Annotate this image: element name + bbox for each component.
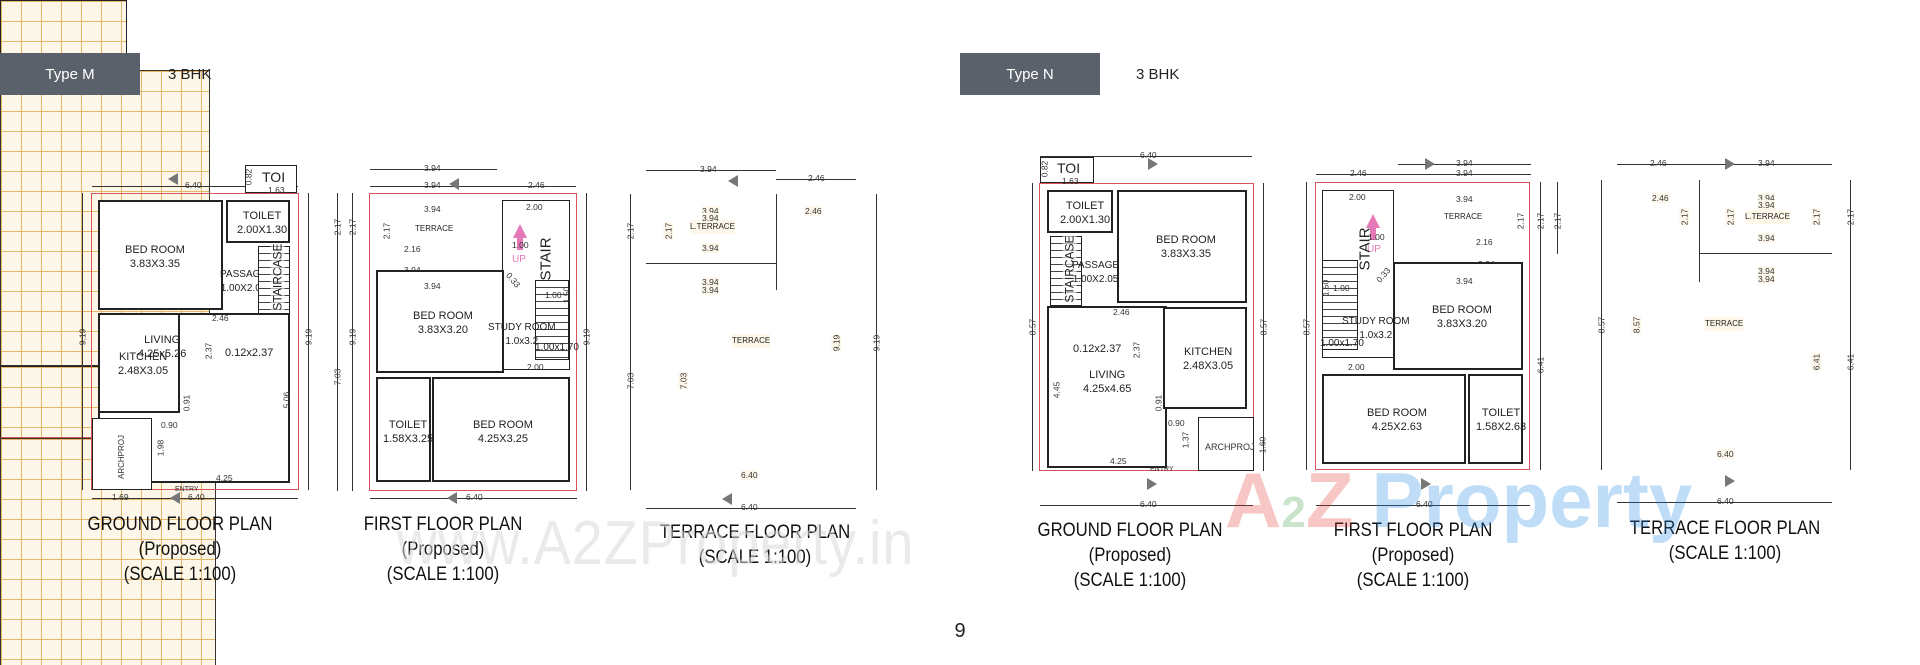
type-n-tag: Type N (960, 53, 1100, 95)
type-m-ground-caption: GROUND FLOOR PLAN(Proposed)(SCALE 1:100) (87, 514, 273, 585)
watermark-text: www.A2ZProperty.in (396, 509, 915, 578)
type-n-config: 3 BHK (1136, 65, 1180, 83)
up-arrow-icon (1366, 214, 1380, 228)
page-number: 9 (954, 620, 966, 642)
type-n-terrace-caption: TERRACE FLOOR PLAN(SCALE 1:100) (1629, 518, 1821, 564)
type-m-terrace-caption: TERRACE FLOOR PLAN(SCALE 1:100) (659, 522, 851, 568)
type-n-first-caption: FIRST FLOOR PLAN(Proposed)(SCALE 1:100) (1333, 520, 1493, 591)
up-arrow-icon (513, 224, 527, 238)
type-m-first-caption: FIRST FLOOR PLAN(Proposed)(SCALE 1:100) (363, 514, 523, 585)
north-arrow-icon (168, 173, 178, 185)
type-m-config: 3 BHK (168, 65, 212, 83)
dim-width: 6.40 (185, 180, 202, 190)
type-n-ground-caption: GROUND FLOOR PLAN(Proposed)(SCALE 1:100) (1037, 520, 1223, 591)
type-m-tag: Type M (0, 53, 140, 95)
